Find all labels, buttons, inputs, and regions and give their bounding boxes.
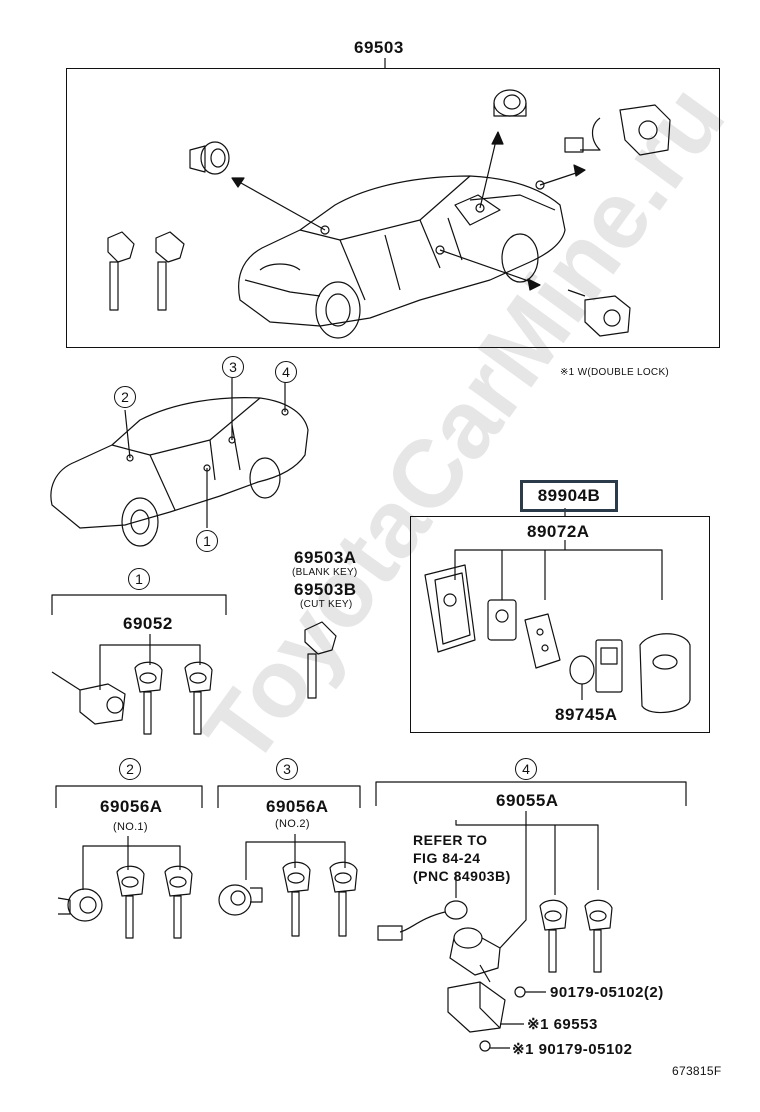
part-label-69503B: 69503B <box>294 580 357 599</box>
position-circle-2: 2 <box>114 386 136 408</box>
key-g1-1 <box>134 661 163 735</box>
key-g3-1 <box>282 861 311 937</box>
car-illustration-top <box>238 175 566 339</box>
lock-sensor-connector <box>377 900 468 941</box>
smart-key-case-open <box>424 564 476 653</box>
key-g2-2 <box>164 865 193 939</box>
part-label-69056A-no2: 69056A <box>266 797 329 816</box>
key-g2-1 <box>116 865 145 939</box>
battery-cover <box>595 639 623 693</box>
position-circle-4: 4 <box>275 361 297 383</box>
refer-line-2: FIG 84-24 <box>413 850 481 866</box>
no1-note: (NO.1) <box>113 821 148 833</box>
door-cylinder-g2 <box>57 888 103 922</box>
car-illustration-middle <box>50 397 309 547</box>
smart-key-housing <box>639 633 691 714</box>
cylinder-top-center <box>493 89 527 117</box>
group-circle-3: 3 <box>276 758 298 780</box>
smart-key-frame <box>410 516 710 733</box>
screw-90179 <box>514 986 526 998</box>
part-label-90179-05102: ※1 90179-05102 <box>512 1041 633 1058</box>
position-circle-1: 1 <box>196 530 218 552</box>
part-label-90179-05102-2: 90179-05102(2) <box>550 984 664 1001</box>
key-g3-2 <box>329 861 358 937</box>
door-cylinder-g1 <box>51 671 126 725</box>
double-lock-note: ※1 W(DOUBLE LOCK) <box>560 367 670 378</box>
part-label-69503: 69503 <box>354 38 404 57</box>
part-label-69056A-no1: 69056A <box>100 797 163 816</box>
cut-key-note: (CUT KEY) <box>300 599 353 610</box>
key-g1-2 <box>184 661 213 735</box>
no2-note: (NO.2) <box>275 818 310 830</box>
top-frame <box>66 68 720 348</box>
mechanical-key-insert <box>487 599 517 641</box>
cover-bracket-69553 <box>447 981 506 1033</box>
figure-id: 673815F <box>672 1064 722 1078</box>
ignition-switch-top-right <box>564 104 671 156</box>
key-blade-blank <box>304 621 337 699</box>
key-blade-top-1 <box>107 231 135 311</box>
refer-line-3: (PNC 84903B) <box>413 868 511 884</box>
blank-key-note: (BLANK KEY) <box>292 567 358 578</box>
part-label-69503A: 69503A <box>294 548 357 567</box>
part-label-89904B: 89904B <box>537 486 601 505</box>
key-blade-top-2 <box>155 231 185 311</box>
position-circle-3: 3 <box>222 356 244 378</box>
screw-90179-lower <box>479 1040 491 1052</box>
group-circle-4: 4 <box>515 758 537 780</box>
highlighted-part-box: 89904B <box>520 480 618 512</box>
circuit-board <box>524 613 561 669</box>
door-cylinder-g3 <box>218 884 263 916</box>
group-circle-1: 1 <box>128 568 150 590</box>
group-circle-2: 2 <box>119 758 141 780</box>
part-label-89072A: 89072A <box>527 522 590 541</box>
key-g4-2 <box>584 899 613 973</box>
part-label-69052: 69052 <box>123 614 173 633</box>
part-label-69055A: 69055A <box>496 791 559 810</box>
ignition-cylinder-g4 <box>449 927 501 983</box>
key-g4-1 <box>539 899 568 973</box>
part-label-69553: ※1 69553 <box>527 1016 598 1033</box>
refer-line-1: REFER TO <box>413 832 488 848</box>
cylinder-bottom-right <box>567 289 631 337</box>
part-label-89745A: 89745A <box>555 705 618 724</box>
door-cylinder-left-top <box>189 141 230 175</box>
